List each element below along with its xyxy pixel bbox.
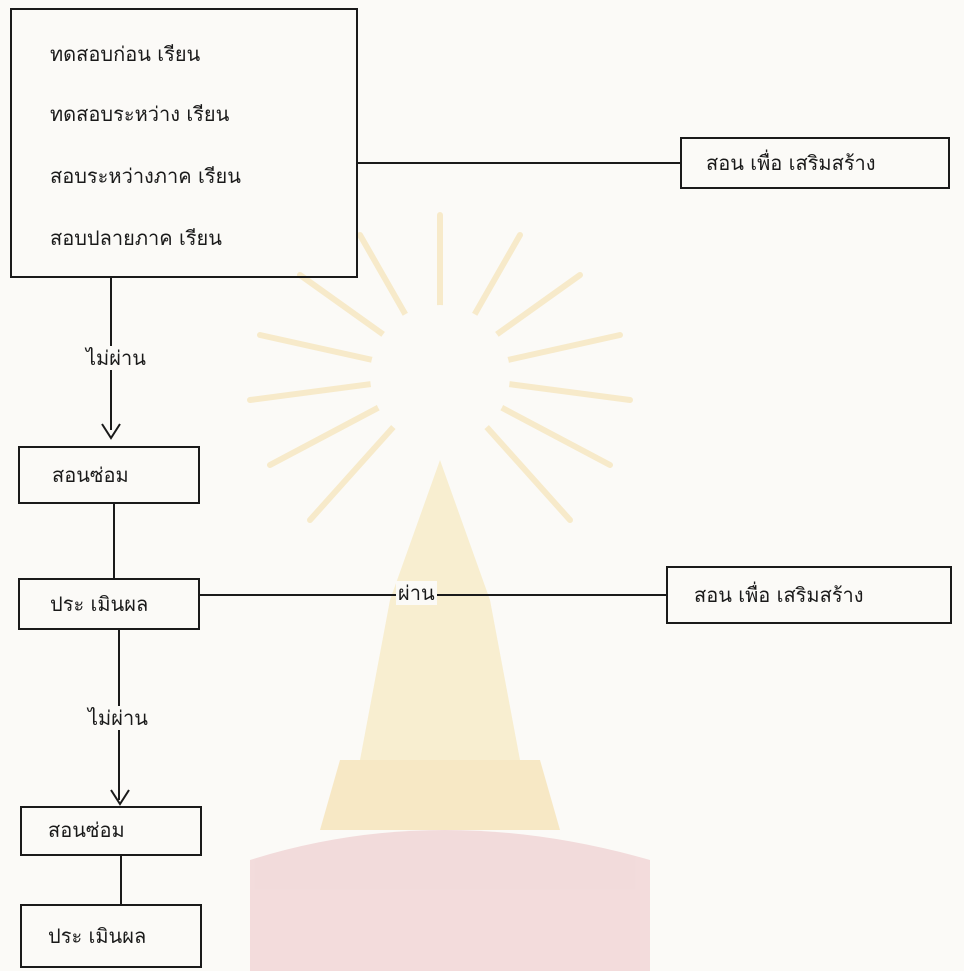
remedial-box-2-label: สอนซ่อม xyxy=(48,818,125,842)
fail-label-2: ไม่ผ่าน xyxy=(86,706,150,730)
enrich-box-2 xyxy=(666,566,952,624)
assessment-line-pretest: ทดสอบก่อน เรียน xyxy=(50,42,201,66)
enrich-box-1-label: สอน เพื่อ เสริมสร้าง xyxy=(706,151,876,175)
assessment-box xyxy=(10,8,358,278)
evaluate-box-2-label: ประ เมินผล xyxy=(48,924,147,948)
remedial-box-2 xyxy=(20,806,202,856)
arrow-down-icon xyxy=(101,423,121,440)
arrow-down-icon xyxy=(110,789,130,806)
connector-remedial-2-to-evaluate-2 xyxy=(120,856,122,906)
assessment-line-final: สอบปลายภาค เรียน xyxy=(50,226,222,250)
enrich-box-1 xyxy=(680,137,950,189)
enrich-box-2-label: สอน เพื่อ เสริมสร้าง xyxy=(694,583,864,607)
remedial-box-1 xyxy=(18,446,200,504)
pass-label: ผ่าน xyxy=(396,581,437,605)
evaluate-box-1 xyxy=(18,578,200,630)
connector-main-to-enrich-1 xyxy=(358,162,680,164)
evaluate-box-1-label: ประ เมินผล xyxy=(50,592,149,616)
fail-label-1: ไม่ผ่าน xyxy=(84,346,148,370)
evaluate-box-2 xyxy=(20,904,202,968)
assessment-line-midterm: สอบระหว่างภาค เรียน xyxy=(50,164,241,188)
connector-remedial-1-to-evaluate-1 xyxy=(113,504,115,580)
remedial-box-1-label: สอนซ่อม xyxy=(52,463,129,487)
assessment-line-during-study: ทดสอบระหว่าง เรียน xyxy=(50,102,230,126)
